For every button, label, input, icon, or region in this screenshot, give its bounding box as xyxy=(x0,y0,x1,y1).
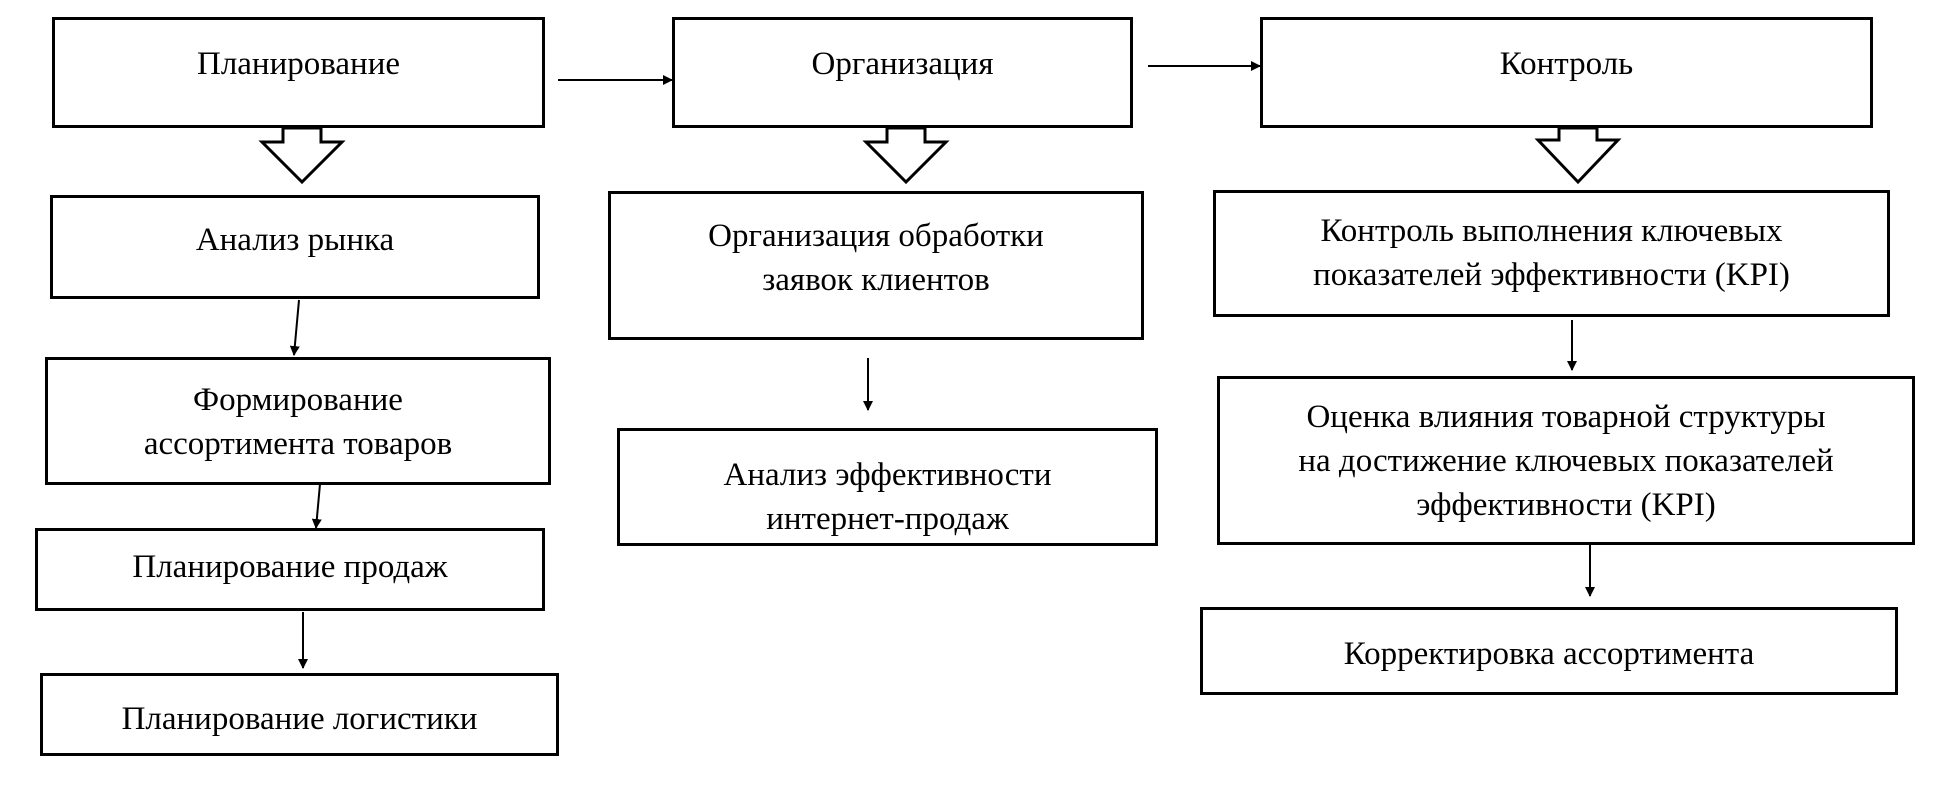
stage-header-planning: Планирование xyxy=(52,17,545,128)
step-online-sales-efficiency-line-2: интернет-продаж xyxy=(766,501,1009,537)
step-online-sales-efficiency: Анализ эффективности интернет-продаж xyxy=(617,428,1158,546)
stage-header-organization-text: Организация xyxy=(811,46,994,82)
stage-header-control: Контроль xyxy=(1260,17,1873,128)
stage-header-organization: Организация xyxy=(672,17,1133,128)
step-sales-planning-text: Планирование продаж xyxy=(132,549,448,585)
step-order-processing-line-2: заявок клиентов xyxy=(762,262,990,298)
stage-header-control-text: Контроль xyxy=(1499,46,1634,82)
step-kpi-control-line-2: показателей эффективности (KPI) xyxy=(1313,257,1790,293)
step-assortment-formation-line-2: ассортимента товаров xyxy=(143,426,453,462)
step-order-processing-line-1: Организация обработки xyxy=(708,218,1044,254)
arrow-market-analysis-to-assortment xyxy=(289,299,300,356)
step-market-analysis-text: Анализ рынка xyxy=(195,222,395,258)
step-online-sales-efficiency-line-1: Анализ эффективности xyxy=(723,457,1052,493)
step-logistics-planning: Планирование логистики xyxy=(40,673,559,756)
step-product-structure-assessment-line-2: на достижение ключевых показателей xyxy=(1298,443,1834,479)
step-order-processing: Организация обработки заявок клиентов xyxy=(608,191,1144,340)
block-arrow-planning xyxy=(258,126,346,185)
step-kpi-control-line-1: Контроль выполнения ключевых xyxy=(1320,213,1783,249)
stage-header-planning-text: Планирование xyxy=(196,46,401,82)
step-product-structure-assessment: Оценка влияния товарной структуры на дос… xyxy=(1217,376,1915,545)
step-logistics-planning-text: Планирование логистики xyxy=(121,701,478,737)
step-assortment-correction-text: Корректировка ассортимента xyxy=(1343,636,1755,672)
step-assortment-formation: Формирование ассортимента товаров xyxy=(45,357,551,485)
step-kpi-control: Контроль выполнения ключевых показателей… xyxy=(1213,190,1890,317)
step-market-analysis: Анализ рынка xyxy=(50,195,540,299)
arrow-assortment-to-sales-planning xyxy=(311,483,322,529)
block-arrow-organization xyxy=(862,126,950,185)
step-product-structure-assessment-line-1: Оценка влияния товарной структуры xyxy=(1306,399,1826,435)
step-product-structure-assessment-line-3: эффективности (KPI) xyxy=(1416,487,1716,523)
block-arrow-control xyxy=(1534,126,1622,185)
step-sales-planning: Планирование продаж xyxy=(35,528,545,611)
step-assortment-formation-line-1: Формирование xyxy=(193,382,403,418)
step-assortment-correction: Корректировка ассортимента xyxy=(1200,607,1898,695)
